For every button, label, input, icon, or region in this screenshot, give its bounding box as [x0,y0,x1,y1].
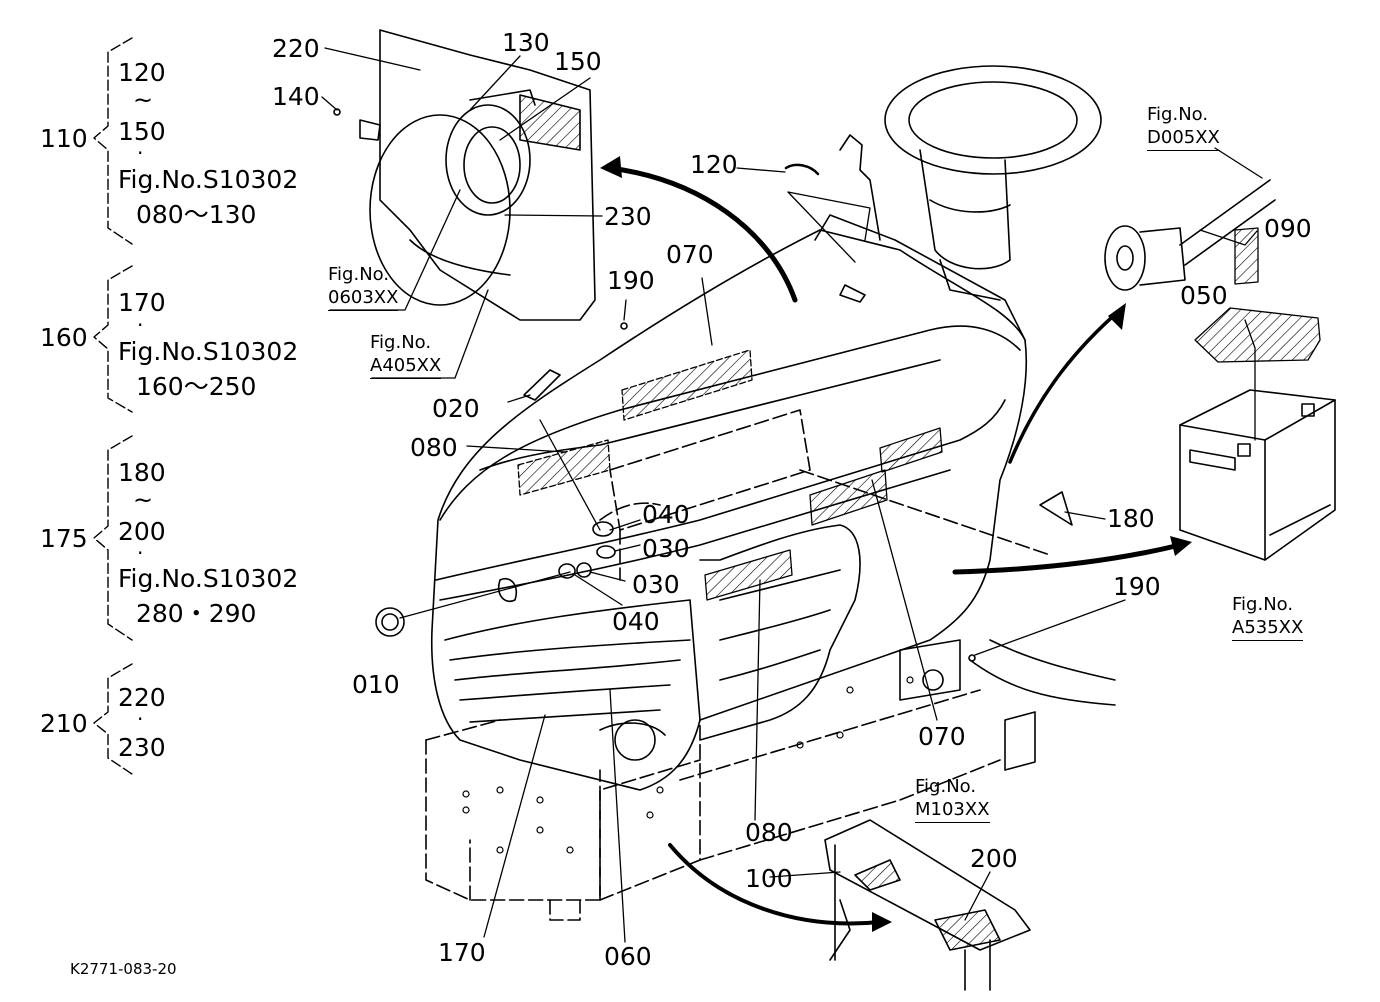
fan-assembly [333,29,596,321]
arrow-heads [600,156,1192,932]
group-160-line1: 170 [118,288,166,317]
part-label-040-upper: 040 [642,500,690,529]
drawing-code: K2771-083-20 [70,960,177,978]
part-label-090: 090 [1264,214,1312,243]
callout-arrows [607,165,1183,926]
part-label-030-lower: 030 [632,570,680,599]
part-label-130: 130 [502,28,550,57]
group-210-line2: · [137,707,144,731]
part-label-200: 200 [970,844,1018,873]
part-label-040-lower: 040 [612,607,660,636]
fig-ref-a405xx-line2: A405XX [370,355,442,379]
steering-area [814,65,1102,341]
fig-ref-0603xx-line1: Fig.No. [328,264,390,285]
part-label-010: 010 [352,670,400,699]
group-210-line3: 230 [118,733,166,762]
fig-ref-a535xx-line1: Fig.No. [1232,594,1294,615]
group-160-id: 160 [40,323,88,352]
group-110-line2: ~ [133,86,154,114]
hood-body [430,229,1116,791]
part-label-190-right: 190 [1113,572,1161,601]
fig-ref-0603xx: Fig.No. 0603XX [328,264,399,311]
fig-ref-d005xx-line1: Fig.No. [1147,104,1209,125]
group-110-line6: 080～130 [136,200,257,229]
part-label-080-left: 080 [410,433,458,462]
group-175-line6: 280・290 [136,599,257,628]
group-braces [93,37,133,775]
group-110-line5: Fig.No.S10302 [118,165,299,194]
part-label-190-top: 190 [607,266,655,295]
part-label-220: 220 [272,34,320,63]
fig-ref-m103xx-line1: Fig.No. [915,776,977,797]
fig-ref-a405xx: Fig.No. A405XX [370,332,442,379]
part-label-180: 180 [1107,504,1155,533]
group-210-id: 210 [40,709,88,738]
group-110-line4: · [137,141,144,165]
part-label-170: 170 [438,938,486,967]
fig-ref-d005xx-line2: D005XX [1147,127,1220,151]
group-175-line2: ~ [133,486,154,514]
part-label-030-upper: 030 [642,534,690,563]
group-110-line3: 150 [118,117,166,146]
group-110-line1: 120 [118,58,166,87]
part-label-050: 050 [1180,281,1228,310]
leader-lines [321,47,1263,943]
part-label-070-top: 070 [666,240,714,269]
group-110-id: 110 [40,124,88,153]
part-label-120: 120 [690,150,738,179]
group-175-line1: 180 [118,458,166,487]
fig-ref-a405xx-line1: Fig.No. [370,332,432,353]
part-label-070-right: 070 [918,722,966,751]
part-label-140: 140 [272,82,320,111]
group-160-line4: 160～250 [136,372,257,401]
group-160-line2: · [137,313,144,337]
group-175-line5: Fig.No.S10302 [118,564,299,593]
fig-ref-a535xx-line2: A535XX [1232,617,1304,641]
group-175-id: 175 [40,524,88,553]
part-label-020: 020 [432,394,480,423]
group-160-line3: Fig.No.S10302 [118,337,299,366]
part-label-080-bottom: 080 [745,818,793,847]
fig-ref-m103xx: Fig.No. M103XX [915,776,990,823]
part-label-100: 100 [745,864,793,893]
front-frame [425,689,1001,921]
small-parts [375,163,1073,662]
frame-holes [462,676,914,854]
part-label-150: 150 [554,47,602,76]
part-label-230: 230 [604,202,652,231]
starter-battery [1104,179,1336,561]
decals [517,227,1321,601]
fig-ref-a535xx: Fig.No. A535XX [1232,594,1304,641]
group-175-line3: 200 [118,517,166,546]
fig-ref-d005xx: Fig.No. D005XX [1147,104,1220,151]
fig-ref-0603xx-line2: 0603XX [328,287,399,311]
group-210-line1: 220 [118,683,166,712]
group-175-line4: · [137,541,144,565]
part-label-060: 060 [604,942,652,971]
fig-ref-m103xx-line2: M103XX [915,799,990,823]
